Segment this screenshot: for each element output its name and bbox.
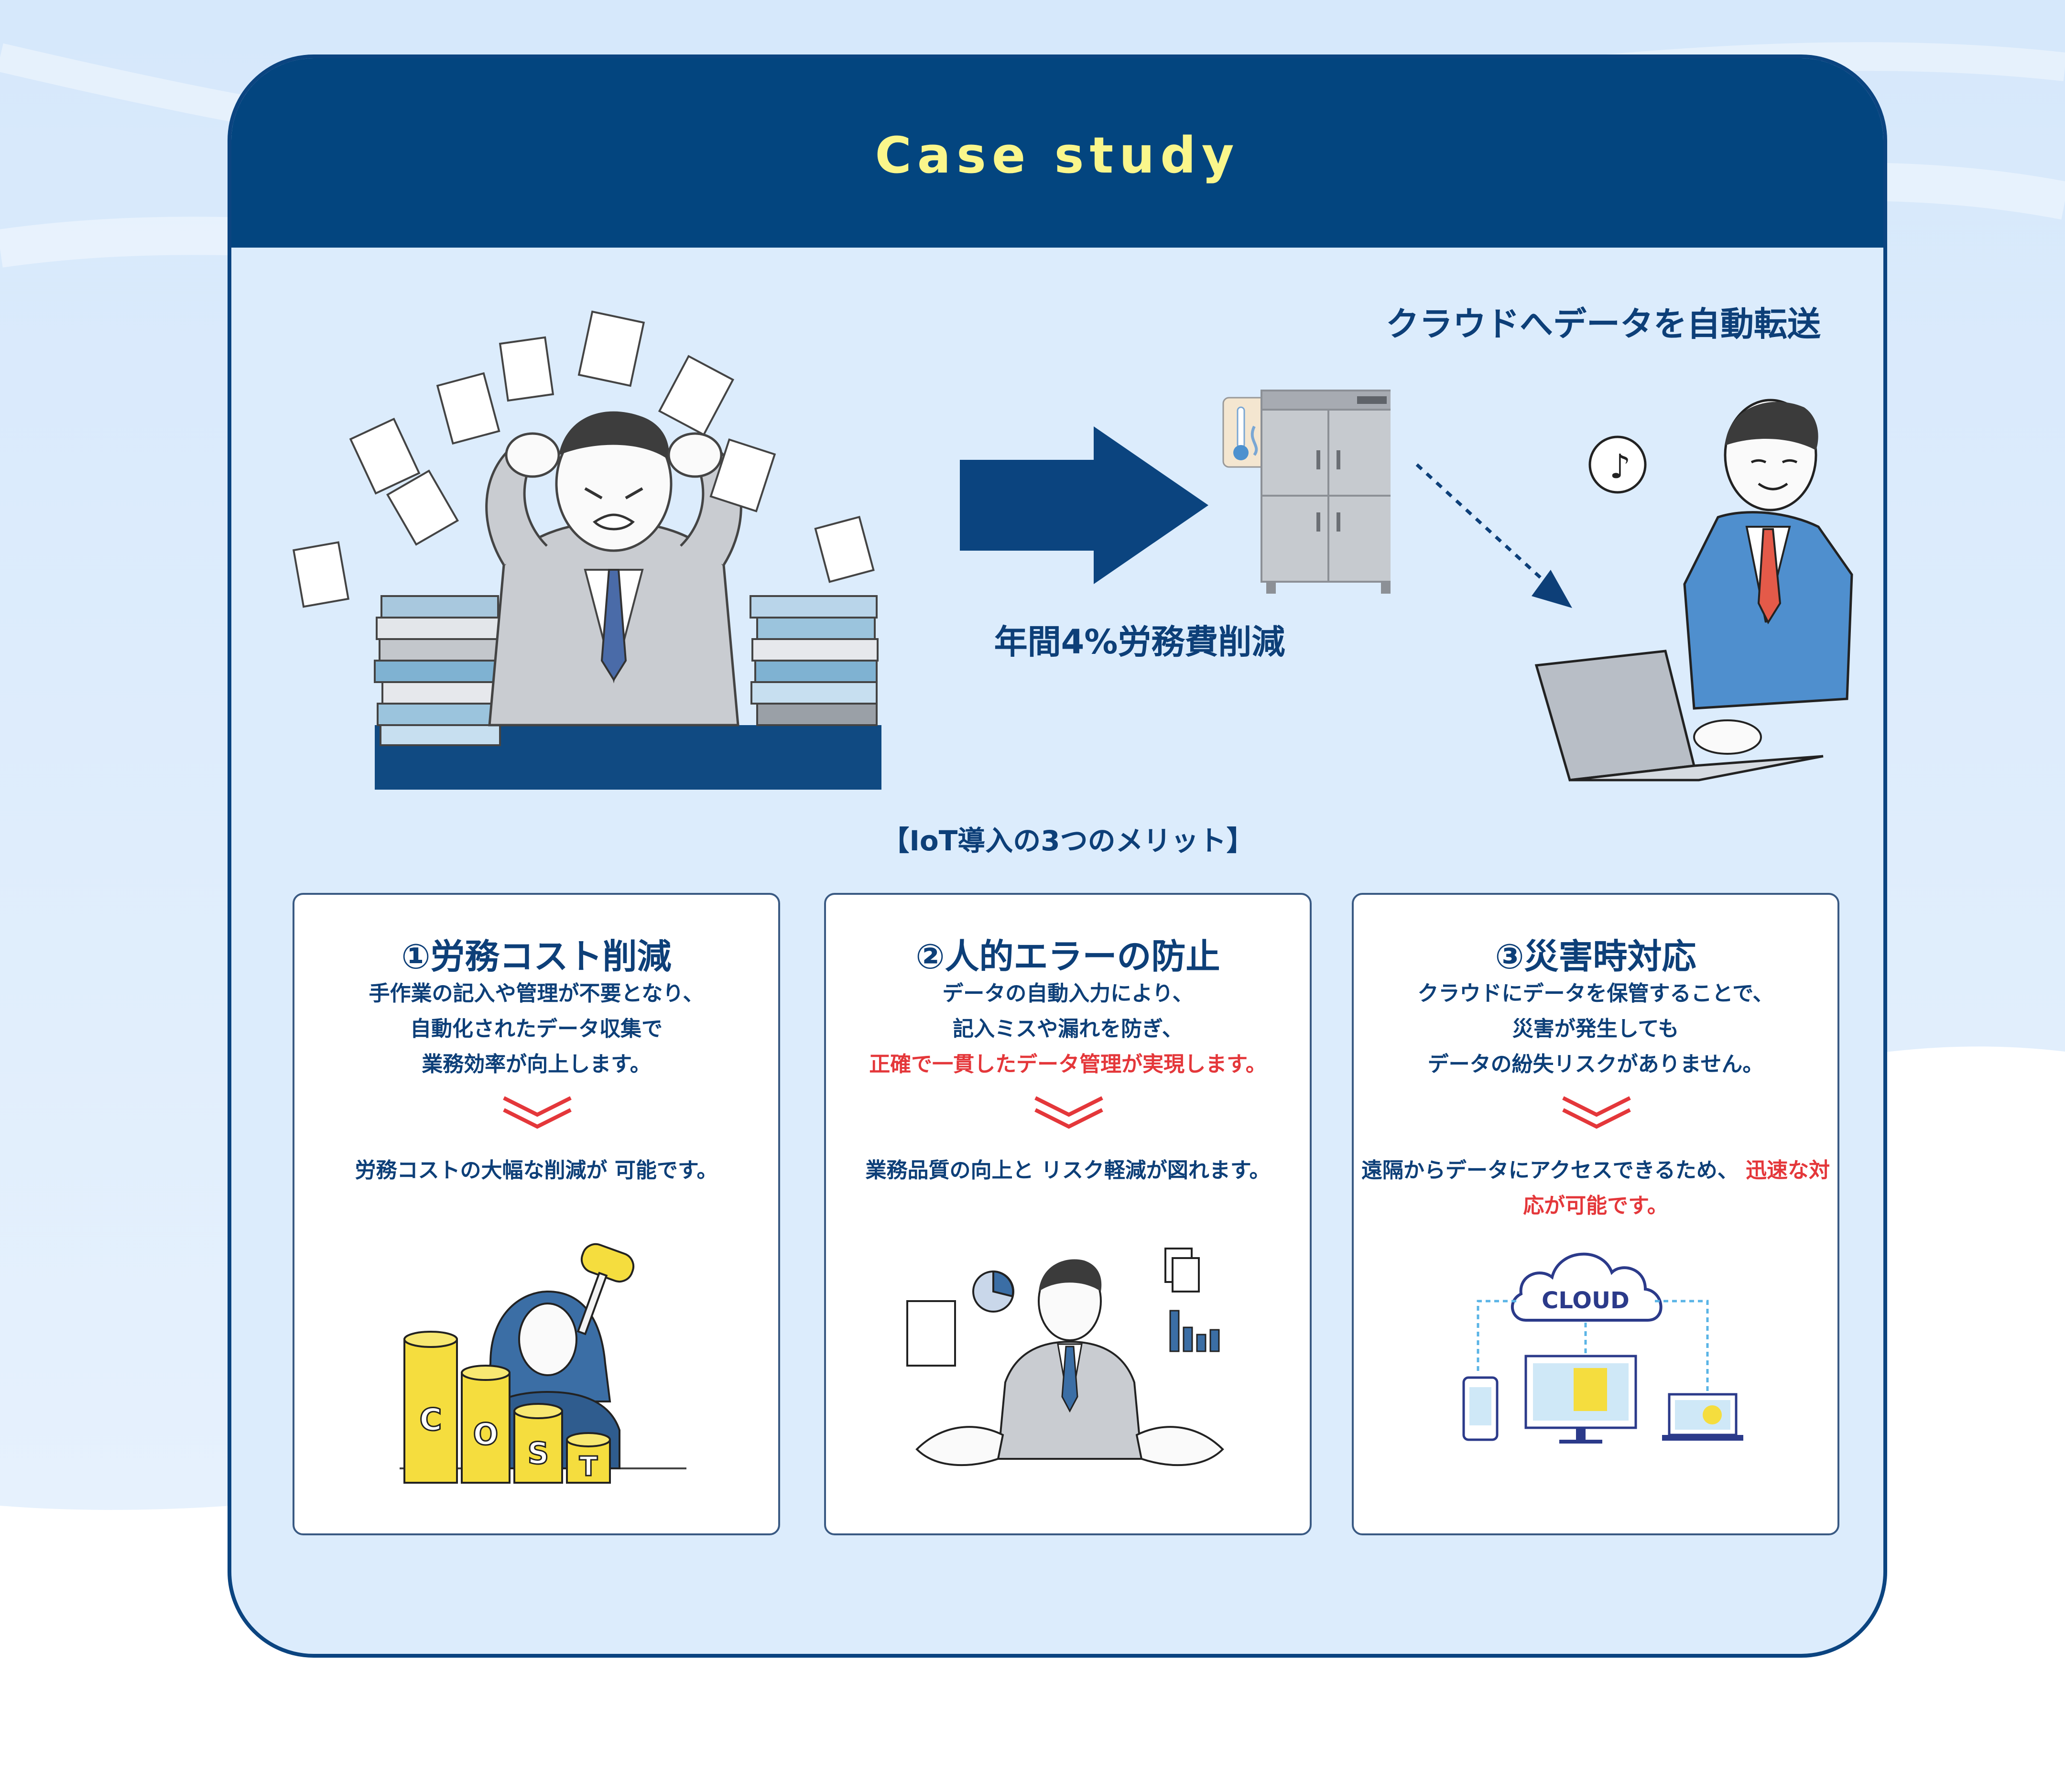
right-arrow-icon [960,426,1208,584]
tie-shape [600,569,627,682]
card-body: データの自動入力により、 記入ミスや漏れを防ぎ、 正確で一貫したデータ管理が実現… [826,976,1310,1082]
desktop-monitor-icon [1524,1355,1637,1444]
card-result-line-red: 迅速な対応が可能です。 [1523,1158,1830,1218]
card-body-line: データの紛失リスクがありません。 [1427,1052,1764,1076]
happy-worker-illustration: ♪ [1534,399,1853,782]
right-file-stack [750,595,879,726]
coin-stack-o: O [461,1365,511,1484]
svg-text:♪: ♪ [1609,447,1631,486]
cost-coins-illustration: C O S T [400,1243,686,1484]
merit-card-1: ①労務コスト削減 手作業の記入や管理が不要となり、 自動化されたデータ収集で 業… [293,893,780,1535]
cloud-transfer-heading: クラウドへデータを自動転送 [1386,304,1821,344]
card-body-line: 災害が発生しても [1512,1017,1679,1041]
card-result-line: 遠隔からデータにアクセスできるため、 [1361,1158,1739,1183]
card-result: 遠隔からデータにアクセスできるため、 迅速な対応が可能です。 [1354,1153,1837,1224]
svg-text:T: T [579,1451,598,1482]
chevron-down-icon [1562,1096,1631,1129]
card-title: ②人的エラーの防止 [915,936,1220,977]
case-study-panel: Case study [228,54,1887,1658]
merits-heading: 【IoT導入の3つのメリット】 [881,825,1254,857]
svg-text:S: S [528,1436,549,1471]
card-body-line: データの自動入力により、 [942,981,1194,1006]
card-title: ①労務コスト削減 [401,936,672,977]
svg-text:C: C [420,1402,442,1438]
flying-papers [292,310,875,608]
chevron-down-icon [1034,1096,1103,1129]
cloud-devices-illustration: CLOUD [1462,1252,1743,1444]
card-body-line-red: 正確で一貫したデータ管理が実現します。 [869,1052,1267,1076]
cloud-icon: CLOUD [1511,1252,1663,1322]
businessman-charts-illustration [906,1248,1224,1466]
music-note-bubble [1588,435,1647,494]
svg-text:O: O [473,1417,499,1452]
card-result-line: リスク軽減が図れます。 [1041,1158,1271,1183]
merit-card-3: ③災害時対応 クラウドにデータを保管することで、 災害が発生しても データの紛失… [1352,893,1839,1535]
card-body-line: 記入ミスや漏れを防ぎ、 [953,1017,1183,1041]
card-result: 労務コストの大幅な削減が 可能です。 [294,1153,778,1188]
card-result: 業務品質の向上と リスク軽減が図れます。 [826,1153,1310,1188]
card-body: 手作業の記入や管理が不要となり、 自動化されたデータ収集で 業務効率が向上します… [294,976,778,1082]
saving-text: 年間4%労務費削減 [994,622,1285,662]
coin-stack-t: T [566,1432,611,1484]
stressed-worker-illustration [292,310,881,790]
coin-stack-s: S [513,1403,563,1484]
chevron-down-icon [503,1096,572,1129]
card-body-line: 業務効率が向上します。 [422,1052,651,1076]
bar-chart-icon [1169,1310,1220,1352]
left-file-stack [374,595,505,746]
card-body-line: クラウドにデータを保管することで、 [1417,981,1774,1006]
card-body-line: 手作業の記入や管理が不要となり、 [369,981,704,1006]
refrigerator-illustration [1222,390,1391,594]
svg-text:CLOUD: CLOUD [1542,1287,1630,1314]
document-icon [906,1300,956,1367]
laptop-shape [1534,650,1696,782]
card-result-line: 可能です。 [614,1158,718,1183]
page-title: Case study [875,126,1240,185]
coin-stack-c: C [403,1331,458,1484]
card-body: クラウドにデータを保管することで、 災害が発生しても データの紛失リスクがありま… [1354,976,1837,1082]
merit-card-2: ②人的エラーの防止 データの自動入力により、 記入ミスや漏れを防ぎ、 正確で一貫… [824,893,1312,1535]
card-result-line: 業務品質の向上と [865,1158,1034,1183]
card-result-line: 労務コストの大幅な削減が [355,1158,608,1183]
smartphone-icon [1462,1376,1499,1441]
card-body-line: 自動化されたデータ収集で [410,1017,663,1041]
card-title: ③災害時対応 [1495,936,1696,977]
dotted-arrow-icon [1415,463,1572,608]
pie-chart-icon [972,1270,1014,1313]
panel-header: Case study [231,58,1883,248]
laptop-icon [1662,1393,1743,1441]
